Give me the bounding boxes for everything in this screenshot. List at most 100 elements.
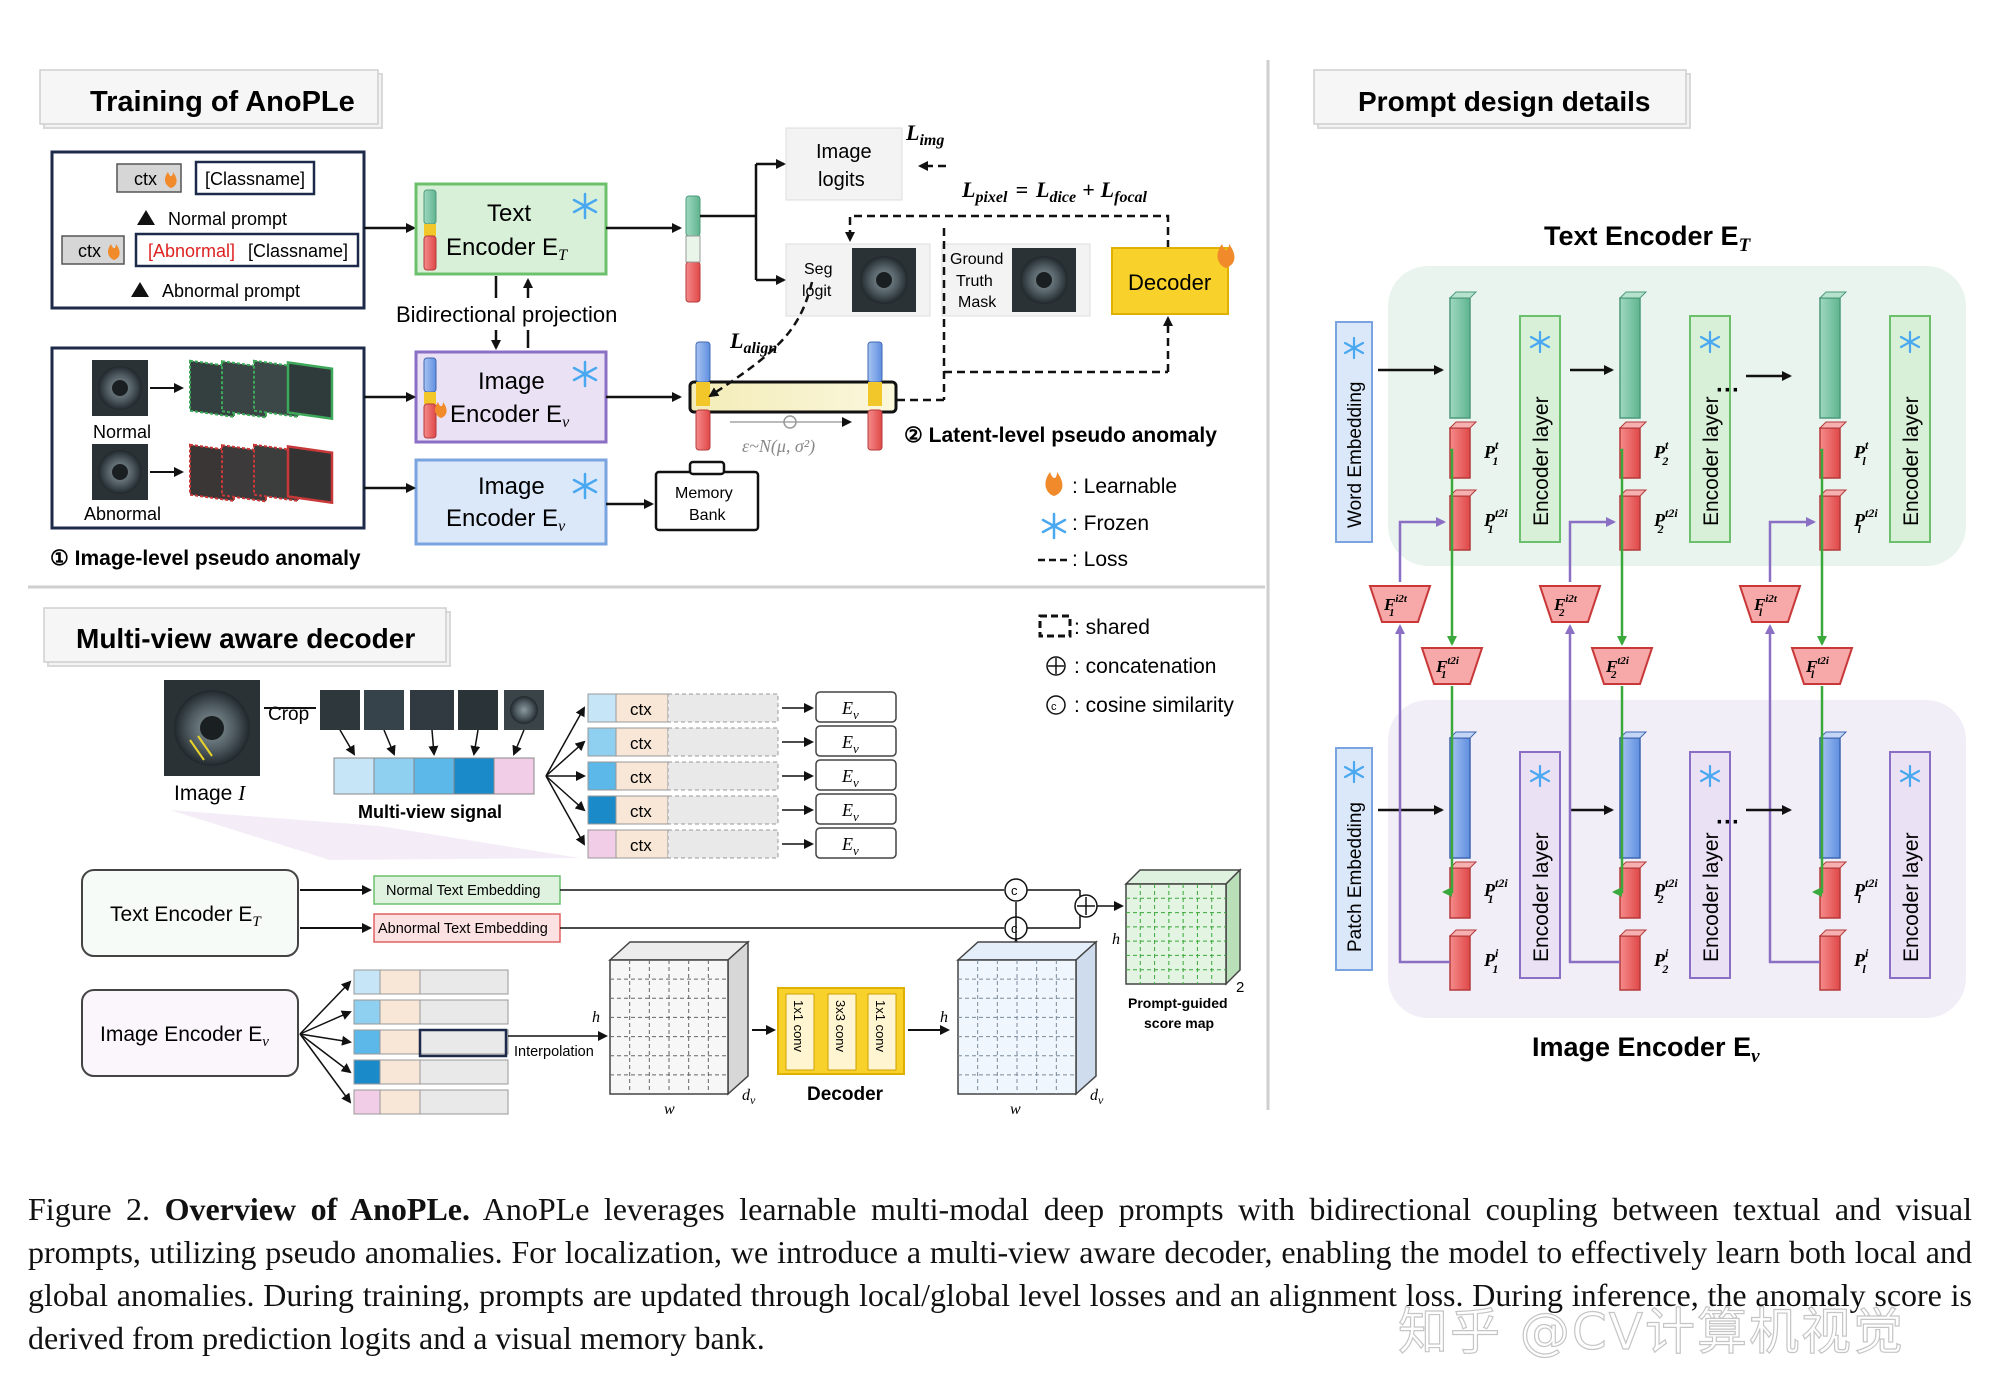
image-logits-box [785,127,903,201]
flame-icon [1217,244,1235,268]
mv-decoder-label: Decoder [807,1084,884,1105]
text-encoder-layer [1889,315,1931,543]
multiview-signal-label: Multi-view signal [358,802,502,822]
normal-prompt-label: Normal prompt [168,209,287,229]
feature-cube-1 [608,940,750,1096]
ctx-label: ctx [630,802,652,821]
memory-bank-line2: Bank [689,507,726,524]
legend-frozen: : Frozen [1072,512,1149,535]
feature-cube-2 [956,940,1098,1096]
legend-learnable: : Learnable [1072,475,1177,498]
word-embedding-label: Word Embedding [1345,382,1366,528]
cube2-h: h [940,1009,948,1026]
caption-bold: Overview of AnoPLe. [164,1191,470,1227]
score-map-line1: Prompt-guided [1128,995,1228,1011]
cube2-w: w [1010,1101,1021,1118]
text-encoder-line2: Encoder ET [446,234,568,264]
normal-ctx-label: ctx [134,169,157,189]
svg-text:c: c [1051,701,1057,713]
abnormal-token: [Abnormal] [148,241,235,261]
prompt-title: Prompt design details [1358,86,1651,117]
snowflake-icon [1343,760,1365,784]
latent-feature-bar [688,380,898,414]
image-encoder-rows [299,969,509,1115]
encoder-layer-label: Encoder layer [1530,832,1553,962]
image-encoder-layer [1689,751,1731,979]
normal-classname: [Classname] [205,169,305,189]
ev-box-label: Ev [841,834,859,858]
multiview-title-box [43,607,447,663]
ev-box [815,759,897,791]
ctx-label: ctx [630,836,652,855]
noise-label: ε~N(μ, σ²) [742,436,815,457]
figure-caption: Figure 2. Overview of AnoPLe. AnoPLe lev… [28,1188,1972,1360]
image-encoder-line2: Encoder Ev [450,401,570,431]
text-encoder-layer [1519,315,1561,543]
ev-box-label: Ev [841,800,859,824]
image-encoder-layer [1519,751,1561,979]
snowflake-icon [1529,330,1551,354]
snowflake-icon [1699,330,1721,354]
conv-3x3: 3x3 conv [833,1000,848,1053]
decoder-box [1111,247,1229,315]
pd-image-encoder-title: Image Encoder Ev [1532,1032,1760,1067]
ev-box-label: Ev [841,766,859,790]
snowflake-icon [1899,330,1921,354]
projection-cone [170,810,580,860]
normal-label: Normal [93,422,151,442]
flame-icon [164,172,177,188]
image-encoder-frozen-line1: Image [478,473,545,500]
score-h: h [1112,931,1120,948]
f-t2i-block [1590,647,1654,685]
encoder-layer-label: Encoder layer [1700,396,1723,526]
loss-pixel-eq: Lpixel=Ldice+Lfocal [961,177,1148,206]
mv-image-encoder-box [81,989,299,1077]
crop-thumbnails [320,690,544,730]
snowflake-icon [572,360,598,388]
image-encoder-learnable-box [414,350,608,444]
figure-canvas: Training of AnoPLe ctx [Classname] Norma… [28,60,1966,1118]
interpolation-label: Interpolation [514,1044,594,1060]
conv-1x1-second: 1x1 conv [873,1000,888,1053]
f-i2t-block [1368,585,1432,623]
multiview-title: Multi-view aware decoder [76,623,415,654]
multiview-panel: Multi-view aware decoder : shared : conc… [43,607,1244,1118]
text-feature-normal [685,195,701,237]
prompt-title-box [1313,69,1687,125]
snowflake-icon [1529,764,1551,788]
cosine-icon [1046,695,1066,715]
abnormal-text-embedding-label: Abnormal Text Embedding [378,921,548,937]
mv-image-encoder-label: Image Encoder Ev [100,1023,269,1050]
caption-body: AnoPLe leverages learnable multi-modal d… [28,1191,1973,1356]
snowflake-icon [1343,336,1365,360]
image-encoder-frozen-line2: Encoder Ev [446,505,566,535]
abnormal-crop-stack [189,443,334,505]
crop-label: Crop [268,704,309,725]
f-i2t-block [1738,585,1802,623]
flame-icon [1045,472,1063,496]
image-encoder-layer [1889,751,1931,979]
legend-shared: : shared [1074,616,1150,639]
text-feature-abnormal [685,261,701,303]
snowflake-icon [572,472,598,500]
gt-line2: Truth [956,273,993,290]
encoder-layer-label: Encoder layer [1900,832,1923,962]
image-logits-line2: logits [818,169,865,191]
ellipsis: ··· [1716,809,1740,836]
seg-logit-line1: Seg [804,261,832,278]
f-t2i-block [1420,647,1484,685]
f-i2t-block [1538,585,1602,623]
abnormal-ctx-label: ctx [78,241,101,261]
text-encoder-layer [1689,315,1731,543]
